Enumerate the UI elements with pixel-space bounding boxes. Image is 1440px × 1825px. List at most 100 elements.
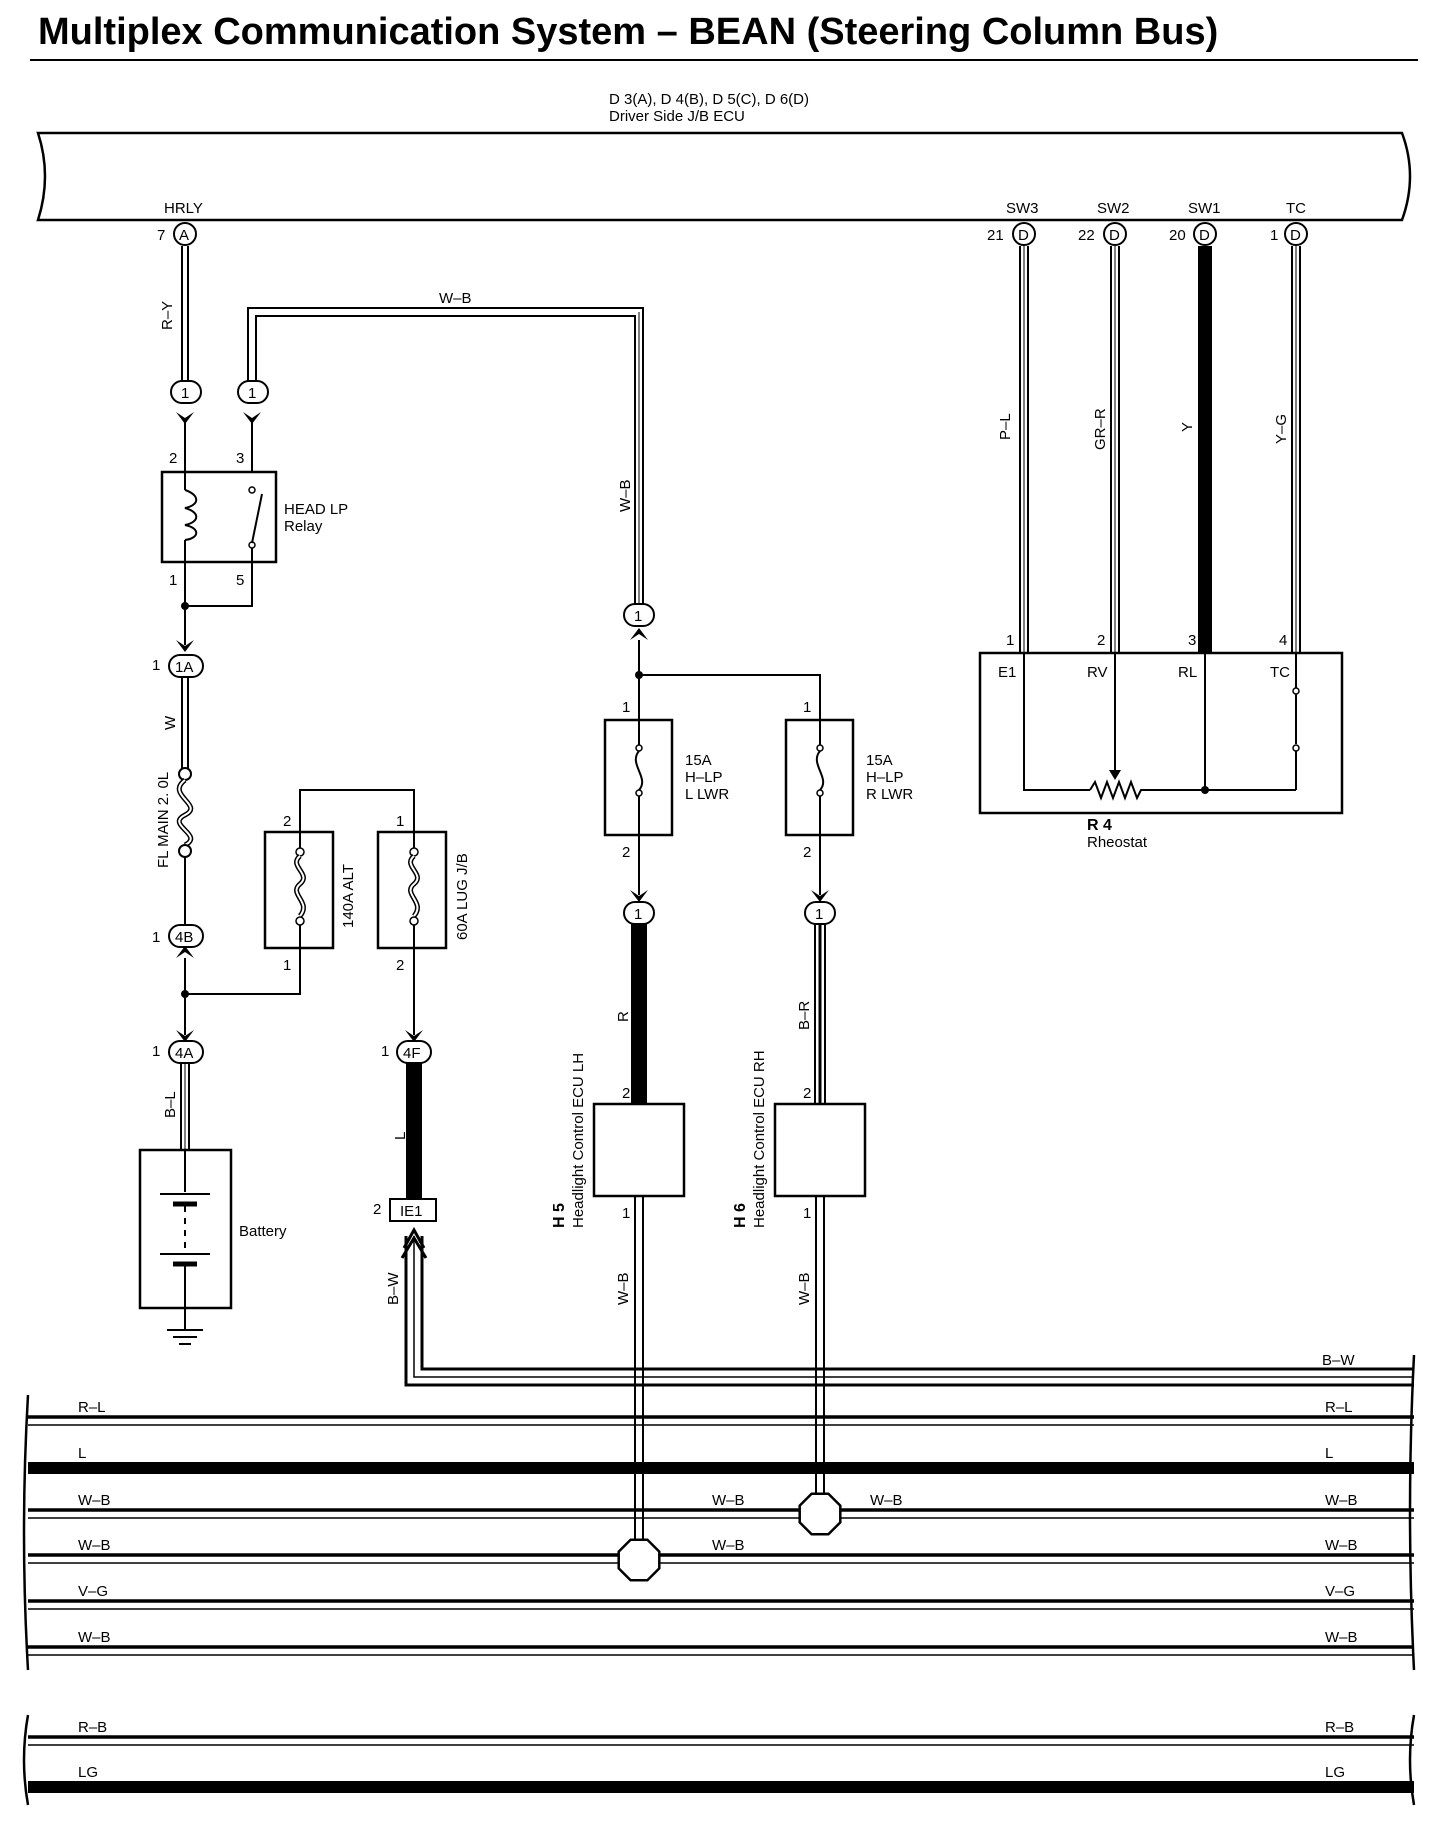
alt-pin-top: 2 — [283, 813, 291, 830]
bus2-left-cap — [22, 1714, 30, 1806]
pin-sw2-conn: D — [1109, 227, 1120, 244]
relay-pin-5: 5 — [236, 572, 244, 589]
alt-pin-bot: 1 — [283, 957, 291, 974]
relay-name: HEAD LP — [284, 501, 348, 518]
rheo-pin-1: 1 — [1006, 632, 1014, 649]
splice-dot-2 — [181, 990, 189, 998]
bus-row-5-left-label: V–G — [78, 1583, 108, 1600]
bus-row-4-left-label: W–B — [78, 1537, 111, 1554]
conn-h6-label: 1 — [815, 906, 823, 923]
wire-y: Y — [1179, 422, 1196, 432]
lwr-out-wires — [638, 835, 821, 895]
pin-sw1-label: SW1 — [1188, 200, 1221, 217]
wire-r-y: R–Y — [159, 301, 176, 330]
bus2-row-2-bar — [28, 1781, 1414, 1793]
alt-fuse: 2 1 140A ALT — [263, 789, 415, 974]
h-ecu-ground-wires — [634, 1196, 825, 1540]
fl-main-wire — [181, 677, 189, 935]
rheo-term-e1: E1 — [998, 664, 1016, 681]
fl-main-fuse — [176, 767, 194, 858]
wire-b-w: B–W — [385, 1272, 402, 1305]
bus2-row-1-right-label: R–B — [1325, 1719, 1354, 1736]
bus-row-6-left-label: W–B — [78, 1629, 111, 1646]
wire-l: L — [392, 1132, 409, 1140]
wire-w-b-vert: W–B — [617, 479, 634, 512]
h6-pin-in: 2 — [803, 1085, 811, 1102]
pin-tc-conn: D — [1290, 227, 1301, 244]
rheostat: 1 2 3 4 E1 RV RL TC R 4 Rheostat — [978, 632, 1344, 851]
rheo-pin-3: 3 — [1188, 632, 1196, 649]
h5-pin-out: 1 — [622, 1205, 630, 1222]
rheo-pin-4: 4 — [1279, 632, 1287, 649]
pin-sw3-conn: D — [1018, 227, 1029, 244]
bus-b-w-label: B–W — [1322, 1352, 1355, 1369]
splice-dot-3 — [635, 671, 643, 679]
conn-ie1-label: IE1 — [400, 1203, 423, 1220]
pin-sw3-num: 21 — [987, 227, 1004, 244]
pin-sw3-marker — [1012, 222, 1036, 246]
splice-h6 — [798, 1492, 842, 1536]
lwr-l-pin-top: 1 — [622, 699, 630, 716]
bus-row-1-right-label: R–L — [1325, 1399, 1353, 1416]
conn-ie1 — [389, 1198, 437, 1222]
lug-fuse: 1 2 60A LUG J/B — [376, 813, 471, 1035]
wire-gr-r: GR–R — [1092, 408, 1109, 450]
wire-y-thick — [1198, 246, 1212, 653]
lwr-l-name: H–LP — [685, 769, 723, 786]
conn-4a — [168, 1040, 204, 1064]
ecu-pins: HRLY 7 A SW3 21 D SW2 22 D SW1 20 D TC 1… — [157, 200, 1308, 246]
bus-row-3-mid2-label: W–B — [870, 1492, 903, 1509]
bus-row-4-mid1-label: W–B — [712, 1537, 745, 1554]
conn-4b-label: 4B — [175, 929, 193, 946]
bus-row-4-right-label: W–B — [1325, 1537, 1358, 1554]
conn-4b — [168, 924, 204, 948]
lwr-feed-wire — [638, 640, 821, 720]
wire-w-b-top: W–B — [439, 290, 472, 307]
splice-dot — [181, 602, 189, 610]
lwr-l-pin-bot: 2 — [622, 844, 630, 861]
bus-row-3-left-label: W–B — [78, 1492, 111, 1509]
relay-conn-a-label: 1 — [181, 385, 189, 402]
bus-row-2-right-label: L — [1325, 1445, 1333, 1462]
rheo-term-rl: RL — [1178, 664, 1197, 681]
pin-sw3-label: SW3 — [1006, 200, 1039, 217]
lwr-r-pin-bot: 2 — [803, 844, 811, 861]
conn-4a-num: 1 — [152, 1043, 160, 1060]
pin-tc-marker — [1284, 222, 1308, 246]
lug-pin-bot: 2 — [396, 957, 404, 974]
wire-p-l: P–L — [997, 413, 1014, 440]
wire-w-b-h6: W–B — [796, 1272, 813, 1305]
conn-1a-label: 1A — [175, 659, 193, 676]
bus-right-cap — [1408, 1354, 1416, 1671]
lwr-l-side: L LWR — [685, 786, 729, 803]
relay-sub: Relay — [284, 518, 323, 535]
arrow-lwr — [630, 628, 648, 640]
battery-wire — [180, 1063, 190, 1150]
pin-sw2-marker — [1103, 222, 1127, 246]
conn-4b-num: 1 — [152, 929, 160, 946]
bus2-row-2-left-label: LG — [78, 1764, 98, 1781]
lwr-r-pin-top: 1 — [803, 699, 811, 716]
pin-tc-num: 1 — [1270, 227, 1278, 244]
relay-pin-2: 2 — [169, 450, 177, 467]
lwr-l-fuse: 1 2 15A H–LP L LWR — [603, 699, 729, 861]
bus-row-3-mid1-label: W–B — [712, 1492, 745, 1509]
lwr-l-amp: 15A — [685, 752, 712, 769]
pin-tc-label: TC — [1286, 200, 1306, 217]
rheo-term-rv: RV — [1087, 664, 1108, 681]
conn-lwr — [623, 603, 655, 627]
wire-b-r: B–R — [796, 1001, 813, 1030]
pin-sw1-marker — [1193, 222, 1217, 246]
ecu-codes: D 3(A), D 4(B), D 5(C), D 6(D) — [609, 91, 809, 108]
conn-1a — [168, 654, 204, 678]
conn-h5-label: 1 — [634, 906, 642, 923]
conn-lwr-label: 1 — [634, 608, 642, 625]
pin-hrly-label: HRLY — [164, 200, 203, 217]
wire-b-l: B–L — [162, 1091, 179, 1118]
bus-row-2-left-label: L — [78, 1445, 86, 1462]
conn-ie1-num: 2 — [373, 1201, 381, 1218]
h5-code: H 5 — [551, 1203, 568, 1228]
pin-hrly-conn: A — [179, 227, 189, 244]
rheo-name: Rheostat — [1087, 834, 1148, 851]
battery-label: Battery — [239, 1223, 287, 1240]
